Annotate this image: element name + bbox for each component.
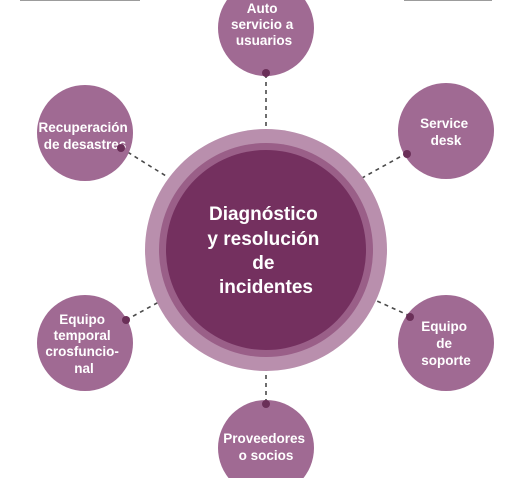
label-line: Service xyxy=(420,116,469,131)
satellite-equipo-soporte: Equipo de soporte xyxy=(398,295,494,391)
center-hub: Diagnóstico y resolución de incidentes xyxy=(145,129,387,371)
connector-dot xyxy=(262,400,270,408)
label-line: de xyxy=(436,336,452,351)
satellite-circle xyxy=(398,295,494,391)
satellite-proveedores-socios: Proveedores o socios xyxy=(218,400,314,478)
center-label-line-3: de xyxy=(252,253,274,274)
satellite-circle xyxy=(218,0,314,76)
label-line: nal xyxy=(74,361,94,376)
label-line: desk xyxy=(431,133,462,148)
satellite-equipo-temporal: Equipo temporal crosfuncio- nal xyxy=(37,295,133,391)
label-line: soporte xyxy=(421,353,471,368)
satellite-circle xyxy=(398,83,494,179)
center-label-line-2: y resolución xyxy=(207,229,319,250)
label-line: Proveedores xyxy=(223,431,305,446)
satellite-label-auto-servicio: Auto servicio a usuarios xyxy=(231,1,297,48)
label-line: de desastres xyxy=(44,137,127,152)
satellite-recuperacion-desastres: Recuperación de desastres xyxy=(37,85,133,181)
label-line: usuarios xyxy=(236,33,292,48)
satellite-circle xyxy=(37,85,133,181)
satellite-label-equipo-soporte: Equipo de soporte xyxy=(421,319,471,368)
connector-dot xyxy=(403,150,411,158)
satellite-label-proveedores-socios: Proveedores o socios xyxy=(223,431,309,463)
label-line: servicio a xyxy=(231,17,294,32)
connector-dot xyxy=(117,144,125,152)
label-line: temporal xyxy=(54,328,111,343)
satellite-auto-servicio: Auto servicio a usuarios xyxy=(218,0,314,77)
connector-service-desk xyxy=(361,152,408,179)
center-label-line-1: Diagnóstico xyxy=(209,204,318,225)
label-line: Recuperación xyxy=(38,120,127,135)
satellite-label-service-desk: Service desk xyxy=(420,116,472,148)
label-line: o socios xyxy=(239,448,294,463)
label-line: Equipo xyxy=(59,312,105,327)
connector-dot xyxy=(406,313,414,321)
connector-dot xyxy=(122,316,130,324)
connector-dot xyxy=(262,69,270,77)
satellite-service-desk: Service desk xyxy=(398,83,494,179)
label-line: crosfuncio- xyxy=(45,344,119,359)
center-label: Diagnóstico y resolución de incidentes xyxy=(207,204,324,298)
satellite-circle xyxy=(218,400,314,478)
center-label-line-4: incidentes xyxy=(219,277,313,298)
satellite-label-equipo-temporal: Equipo temporal crosfuncio- nal xyxy=(45,312,122,376)
satellite-circle xyxy=(37,295,133,391)
satellite-label-recuperacion-desastres: Recuperación de desastres xyxy=(38,120,131,152)
label-line: Equipo xyxy=(421,319,467,334)
center-core xyxy=(166,150,366,350)
label-line: Auto xyxy=(247,1,278,16)
